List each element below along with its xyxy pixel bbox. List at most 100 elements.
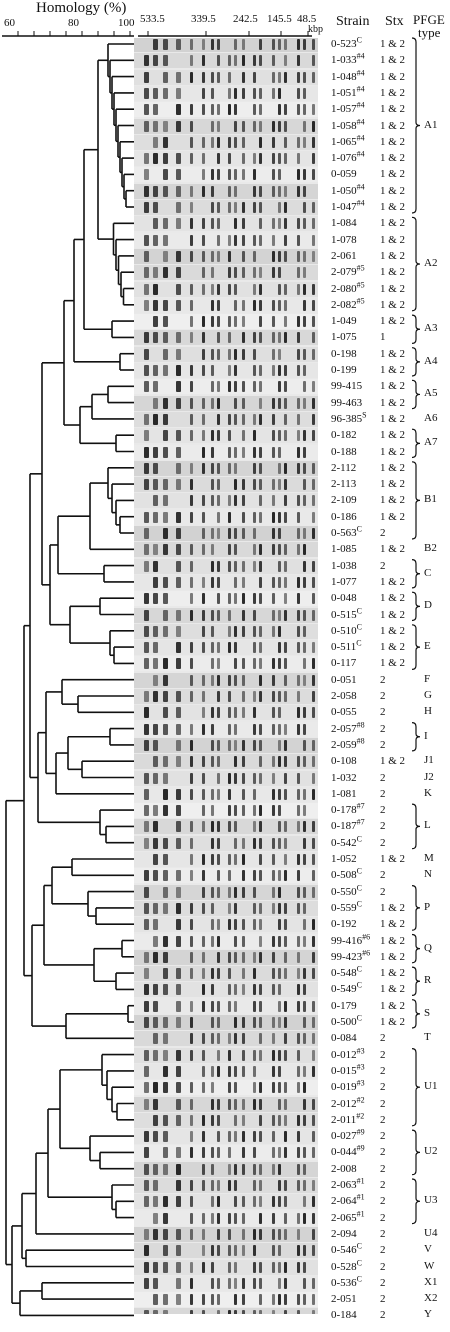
gel-band xyxy=(211,984,214,996)
gel-band xyxy=(242,316,245,328)
gel-band xyxy=(211,250,214,262)
gel-band xyxy=(190,593,193,605)
column-header-strain: Strain xyxy=(336,14,370,29)
gel-band xyxy=(284,1033,287,1045)
gel-band xyxy=(202,1261,205,1273)
strain-number: 0-108 xyxy=(331,755,357,768)
pfge-type-label: A7 xyxy=(424,436,438,449)
group-brace xyxy=(411,1129,421,1176)
gel-band xyxy=(190,153,193,165)
gel-band xyxy=(211,104,214,116)
strain-number: 99-463 xyxy=(331,396,363,409)
gel-band xyxy=(259,316,262,328)
gel-band xyxy=(253,1163,256,1175)
strain-superscript: C xyxy=(356,622,363,632)
gel-band xyxy=(217,1065,220,1077)
strain-id: 0-012#3 xyxy=(331,1046,365,1062)
stx-value: 2 xyxy=(380,1162,386,1175)
gel-band xyxy=(278,1180,281,1191)
gel-band xyxy=(234,1114,237,1126)
gel-band xyxy=(190,430,193,442)
gel-band xyxy=(297,1212,300,1224)
gel-lane xyxy=(134,737,318,753)
gel-band xyxy=(163,71,168,83)
gel-band xyxy=(190,935,193,947)
gel-band xyxy=(144,625,149,637)
gel-band xyxy=(303,1261,306,1273)
strain-number: 0-192 xyxy=(331,918,357,931)
gel-band xyxy=(303,283,306,295)
gel-band xyxy=(259,935,262,947)
gel-band xyxy=(228,1098,231,1110)
gel-band xyxy=(253,381,256,393)
gel-band xyxy=(217,1147,220,1159)
strain-superscript: #4 xyxy=(356,84,365,94)
gel-band xyxy=(297,1082,300,1094)
gel-band xyxy=(217,707,220,719)
gel-band xyxy=(259,39,262,50)
gel-band xyxy=(312,837,315,849)
stx-value: 1 & 2 xyxy=(380,494,406,507)
gel-band xyxy=(144,1049,149,1061)
gel-band xyxy=(176,609,181,621)
gel-band xyxy=(253,609,256,621)
gel-band xyxy=(284,968,287,980)
gel-band xyxy=(217,234,220,246)
gel-band xyxy=(144,593,149,605)
gel-band xyxy=(272,1131,275,1143)
gel-band xyxy=(176,1196,181,1208)
gel-band xyxy=(202,1033,205,1045)
gel-band xyxy=(176,723,181,735)
strain-superscript: C xyxy=(356,866,363,876)
gel-band xyxy=(217,250,220,262)
gel-band xyxy=(272,495,275,507)
gel-band xyxy=(259,511,262,523)
stx-value: 2 xyxy=(380,738,386,751)
gel-band xyxy=(234,218,237,230)
gel-band xyxy=(202,805,205,817)
gel-band xyxy=(242,479,245,491)
gel-band xyxy=(278,71,281,83)
strain-number: 0-179 xyxy=(331,999,357,1012)
gel-band xyxy=(242,593,245,605)
gel-band xyxy=(176,511,181,523)
gel-band xyxy=(190,1228,193,1240)
gel-band xyxy=(202,821,205,833)
gel-band xyxy=(153,625,158,637)
gel-band xyxy=(211,299,214,311)
homology-axis-label: Homology (%) xyxy=(36,0,127,16)
gel-band xyxy=(190,1049,193,1061)
gel-band xyxy=(297,169,300,181)
gel-band xyxy=(234,739,237,751)
gel-band xyxy=(211,1098,214,1110)
strain-id: 2-058 xyxy=(331,689,357,703)
stx-value: 1 & 2 xyxy=(380,201,406,213)
gel-band xyxy=(278,169,281,181)
gel-band xyxy=(228,87,231,99)
gel-band xyxy=(217,739,220,751)
gel-band xyxy=(163,1082,168,1094)
strain-number: 1-075 xyxy=(331,331,357,344)
stx-value: 1 & 2 xyxy=(380,445,406,458)
gel-band xyxy=(272,707,275,719)
strain-superscript: #3 xyxy=(356,1078,365,1088)
strain-superscript: C xyxy=(356,980,363,990)
gel-band xyxy=(303,739,306,751)
gel-band xyxy=(253,332,256,344)
gel-band xyxy=(242,1114,245,1126)
gel-band xyxy=(253,1245,256,1257)
strain-id: 1-038 xyxy=(331,559,357,573)
gel-band xyxy=(234,381,237,393)
gel-band xyxy=(259,1017,262,1028)
gel-band xyxy=(312,1000,315,1012)
gel-band xyxy=(312,1196,315,1208)
gel-band xyxy=(144,381,149,393)
